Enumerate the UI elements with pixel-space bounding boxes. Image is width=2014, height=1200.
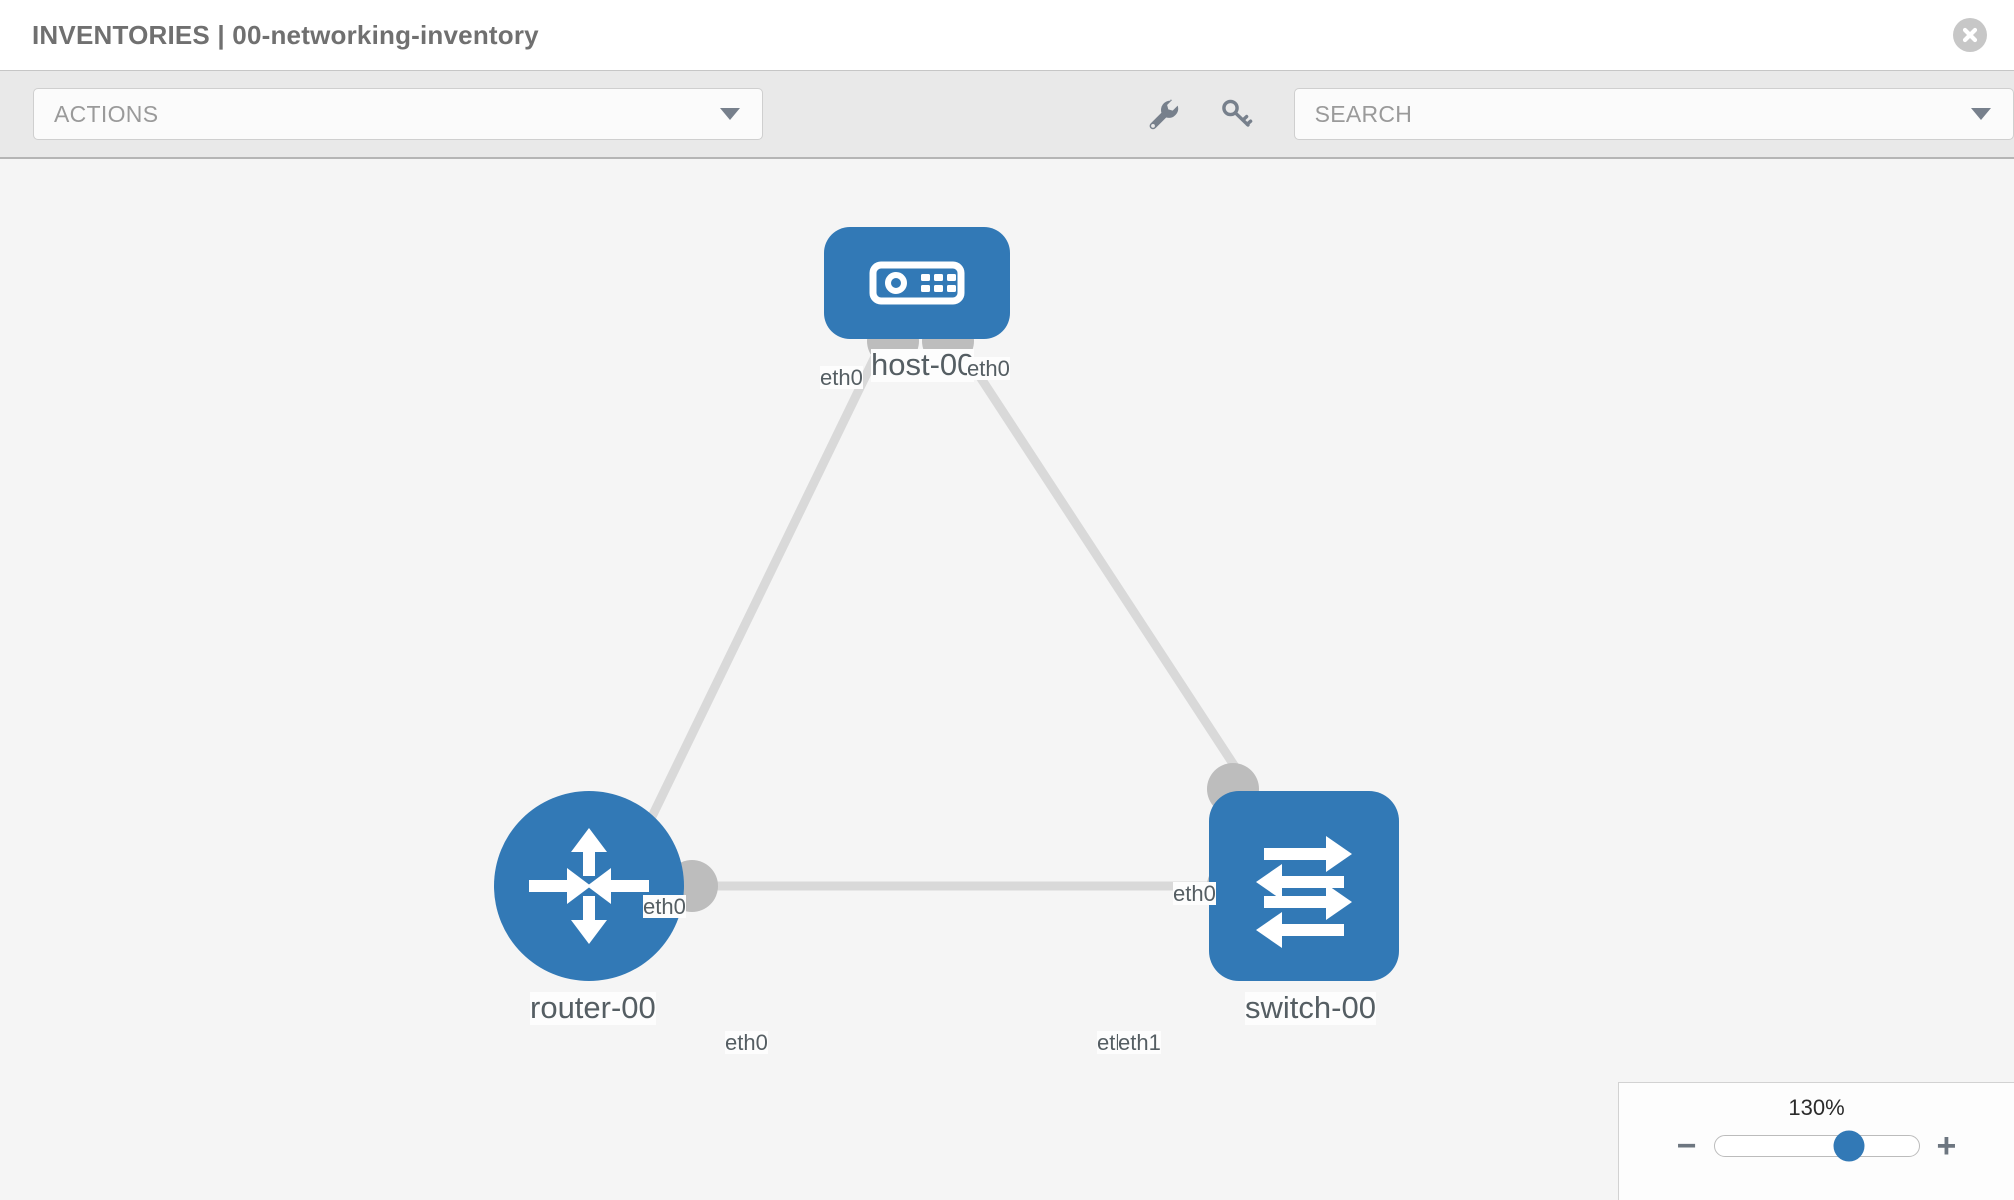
wrench-icon[interactable] bbox=[1143, 94, 1183, 134]
iface-label-host-00-left: eth0 bbox=[820, 365, 863, 390]
iface-label-router-00-upper: eth0 bbox=[643, 894, 686, 919]
switch-double-arrows-icon bbox=[1256, 836, 1352, 948]
toolbar-icon-group bbox=[1143, 94, 1256, 134]
node-switch-00[interactable] bbox=[1209, 791, 1399, 981]
key-icon[interactable] bbox=[1216, 94, 1256, 134]
node-host-00[interactable] bbox=[824, 227, 1010, 339]
zoom-control-panel: 130% − + bbox=[1618, 1082, 2014, 1200]
iface-label-host-00-right: eth0 bbox=[967, 356, 1010, 381]
zoom-level-value: 130% bbox=[1788, 1095, 1845, 1120]
topology-canvas[interactable]: host-00 eth0 eth0 router-00 eth0 bbox=[0, 159, 2014, 1200]
chevron-down-icon bbox=[719, 108, 740, 120]
node-label-router-00: router-00 bbox=[530, 990, 656, 1025]
search-input[interactable]: SEARCH bbox=[1293, 88, 2014, 140]
iface-label-switch-00-upper: eth0 bbox=[1173, 881, 1216, 906]
zoom-slider[interactable] bbox=[1713, 1130, 1920, 1162]
close-icon[interactable] bbox=[1953, 18, 1987, 52]
actions-dropdown[interactable]: ACTIONS bbox=[33, 88, 763, 140]
zoom-out-button[interactable]: − bbox=[1676, 1127, 1697, 1165]
zoom-control-row: − + bbox=[1677, 1129, 1957, 1163]
node-label-switch-00: switch-00 bbox=[1245, 990, 1376, 1025]
page-title: INVENTORIES | 00-networking-inventory bbox=[32, 19, 539, 50]
router-four-arrows-icon bbox=[529, 828, 649, 944]
actions-dropdown-label: ACTIONS bbox=[54, 100, 159, 127]
iface-label-switch-00-left-over: eth1 bbox=[1118, 1030, 1161, 1055]
link-host00-switch00 bbox=[948, 331, 1247, 782]
toolbar: ACTIONS bbox=[0, 70, 2014, 159]
server-appliance-icon bbox=[869, 261, 965, 305]
zoom-slider-thumb[interactable] bbox=[1833, 1130, 1865, 1162]
chevron-down-icon[interactable] bbox=[1971, 108, 1991, 120]
search-placeholder: SEARCH bbox=[1314, 100, 1413, 127]
page-header: INVENTORIES | 00-networking-inventory bbox=[0, 0, 2014, 70]
iface-label-router-00-right: eth0 bbox=[725, 1030, 768, 1055]
node-router-00[interactable] bbox=[494, 791, 684, 981]
link-host00-router00 bbox=[640, 332, 891, 833]
node-label-host-00: host-00 bbox=[871, 347, 975, 382]
zoom-in-button[interactable]: + bbox=[1936, 1127, 1957, 1165]
